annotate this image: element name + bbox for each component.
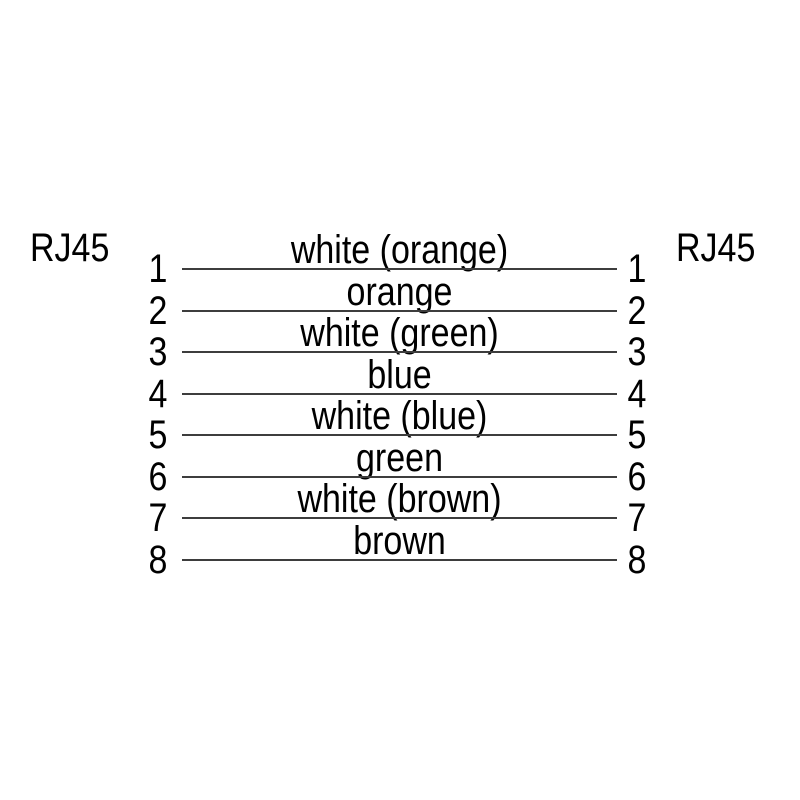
wire-row: 1 white (orange) 1 bbox=[0, 228, 800, 290]
pin-number-left: 7 bbox=[148, 496, 168, 540]
wire-line bbox=[182, 392, 617, 395]
pin-number-left: 8 bbox=[148, 537, 168, 582]
wire-line bbox=[182, 434, 617, 436]
wire-color-label: white (green) bbox=[300, 311, 499, 355]
wire-line bbox=[182, 475, 617, 478]
wire-row: 6 green 6 bbox=[0, 435, 800, 498]
wire-color-label: white (blue) bbox=[311, 394, 488, 438]
pin-number-left: 1 bbox=[148, 247, 168, 291]
wire-color-label: white (orange) bbox=[290, 228, 509, 272]
pin-number-left: 5 bbox=[148, 413, 168, 457]
wire-color-label: green bbox=[356, 435, 443, 480]
pin-number-right: 3 bbox=[627, 330, 647, 374]
wire-row: 3 white (green) 3 bbox=[0, 311, 800, 373]
pin-number-right: 4 bbox=[627, 371, 647, 416]
wire-row: 2 orange 2 bbox=[0, 269, 800, 332]
pin-number-right: 6 bbox=[627, 454, 647, 499]
wire-color-label: orange bbox=[346, 269, 453, 314]
wire-color-label: blue bbox=[367, 352, 432, 397]
wire-line bbox=[182, 351, 617, 353]
wire-row: 5 white (blue) 5 bbox=[0, 394, 800, 456]
left-connector-label: RJ45 bbox=[30, 226, 110, 270]
pin-number-left: 4 bbox=[148, 371, 168, 416]
pin-number-left: 2 bbox=[148, 288, 168, 333]
wire-color-label: brown bbox=[353, 518, 446, 563]
pin-number-right: 7 bbox=[627, 496, 647, 540]
wire-row: 8 brown 8 bbox=[0, 518, 800, 581]
wire-line bbox=[182, 517, 617, 519]
pin-number-right: 2 bbox=[627, 288, 647, 333]
pin-number-right: 8 bbox=[627, 537, 647, 582]
pin-number-left: 6 bbox=[148, 454, 168, 499]
wire-color-label: white (brown) bbox=[297, 477, 502, 521]
right-connector-label: RJ45 bbox=[676, 226, 756, 270]
wire-line bbox=[182, 268, 617, 270]
wire-row: 4 blue 4 bbox=[0, 352, 800, 415]
wire-line bbox=[182, 309, 617, 312]
wire-row: 7 white (brown) 7 bbox=[0, 477, 800, 539]
pin-number-left: 3 bbox=[148, 330, 168, 374]
wire-line bbox=[182, 558, 617, 561]
pin-number-right: 5 bbox=[627, 413, 647, 457]
pin-number-right: 1 bbox=[627, 247, 647, 291]
